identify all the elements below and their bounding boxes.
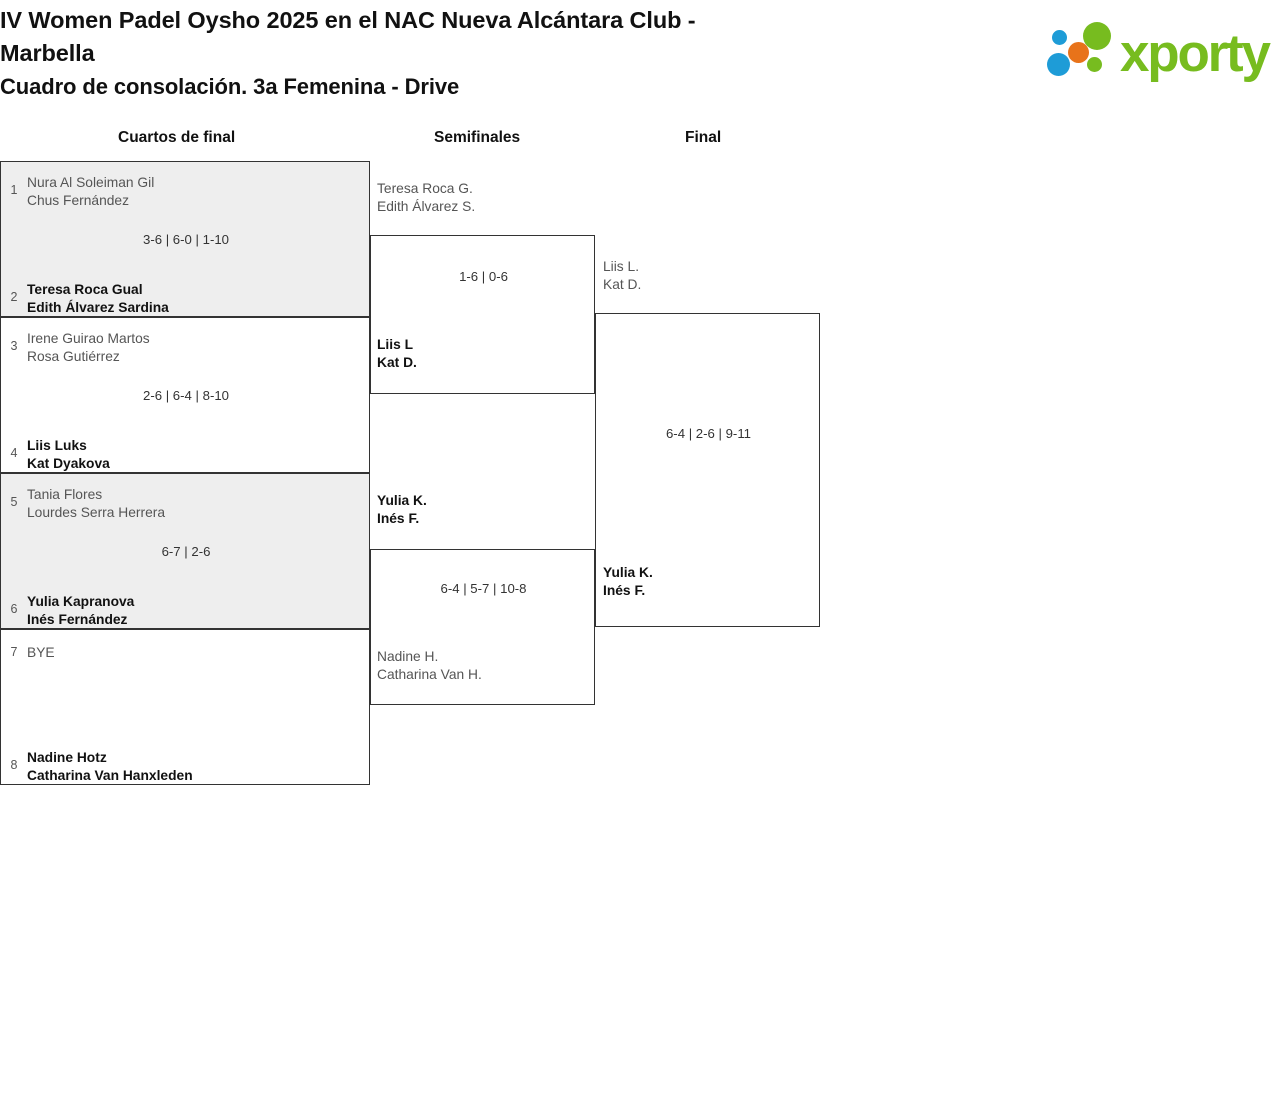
seed-number: 6	[10, 602, 18, 616]
player-name: Yulia K.	[377, 493, 427, 508]
player-name: Kat D.	[377, 355, 417, 370]
bracket-subtitle: Cuadro de consolación. 3a Femenina - Dri…	[0, 74, 460, 99]
seed-number: 4	[10, 446, 18, 460]
match-block-r1-1[interactable]: 1 Nura Al Soleiman Gil Chus Fernández 3-…	[0, 161, 370, 317]
match-score: 2-6 | 6-4 | 8-10	[142, 388, 230, 403]
logo-dot-green-large	[1083, 22, 1111, 50]
player-name: Inés F.	[603, 583, 646, 598]
xporty-logo: xporty	[1046, 18, 1276, 84]
player-name: Kat Dyakova	[27, 456, 110, 471]
team-entry-winner[interactable]: Teresa Roca Gual Edith Álvarez Sardina	[27, 281, 363, 317]
team-entry-loser[interactable]: Nadine H. Catharina Van H.	[377, 648, 482, 684]
seed-number: 5	[10, 495, 18, 509]
team-entry-winner[interactable]: Liis Luks Kat Dyakova	[27, 437, 363, 473]
round-header-semifinals: Semifinales	[434, 129, 521, 146]
team-entry-loser[interactable]: Tania Flores Lourdes Serra Herrera	[27, 486, 363, 522]
player-name: Nadine Hotz	[27, 750, 107, 765]
seed-number: 8	[10, 758, 18, 772]
team-entry-winner[interactable]: Nadine Hotz Catharina Van Hanxleden	[27, 749, 363, 785]
seed-number: 3	[10, 339, 18, 353]
match-score: 6-7 | 2-6	[161, 544, 211, 559]
seed-number: 7	[10, 645, 18, 659]
round-header-final: Final	[685, 129, 722, 146]
player-name: Kat D.	[603, 277, 642, 292]
logo-dot-orange	[1068, 42, 1089, 63]
team-entry-loser[interactable]: Teresa Roca G. Edith Álvarez S.	[377, 180, 475, 216]
player-name: Teresa Roca G.	[377, 181, 473, 196]
match-score: 6-4 | 5-7 | 10-8	[440, 581, 527, 596]
player-name: Edith Álvarez Sardina	[27, 300, 169, 315]
logo-dot-green-small	[1087, 57, 1102, 72]
seed-number: 1	[10, 183, 18, 197]
player-name: Chus Fernández	[27, 193, 130, 208]
match-block-r1-3[interactable]: 5 Tania Flores Lourdes Serra Herrera 6-7…	[0, 473, 370, 629]
player-name: Nura Al Soleiman Gil	[27, 175, 155, 190]
team-entry-loser[interactable]: Irene Guirao Martos Rosa Gutiérrez	[27, 330, 363, 366]
match-block-r2-1[interactable]: 1-6 | 0-6	[370, 235, 595, 394]
player-name: Rosa Gutiérrez	[27, 349, 120, 364]
round-header-quarterfinals: Cuartos de final	[118, 129, 236, 146]
seed-number: 2	[10, 290, 18, 304]
page-header: IV Women Padel Oysho 2025 en el NAC Nuev…	[0, 0, 1280, 112]
player-name: Liis L	[377, 337, 414, 352]
match-block-r2-2[interactable]: 6-4 | 5-7 | 10-8	[370, 549, 595, 705]
match-score: 6-4 | 2-6 | 9-11	[665, 426, 752, 441]
player-name: Edith Álvarez S.	[377, 199, 476, 214]
match-block-r1-2[interactable]: 3 Irene Guirao Martos Rosa Gutiérrez 2-6…	[0, 317, 370, 473]
tournament-title-line-1: IV Women Padel Oysho 2025 en el NAC Nuev…	[0, 7, 696, 33]
team-entry-bye[interactable]: BYE	[27, 644, 363, 662]
team-entry-loser[interactable]: Liis L. Kat D.	[603, 258, 641, 294]
player-name: BYE	[27, 645, 55, 660]
player-name: Yulia K.	[603, 565, 653, 580]
match-block-final[interactable]: 6-4 | 2-6 | 9-11	[595, 313, 820, 627]
player-name: Tania Flores	[27, 487, 103, 502]
logo-dot-blue-large	[1047, 53, 1070, 76]
logo-dots-icon	[1046, 18, 1122, 82]
team-entry-winner[interactable]: Yulia K. Inés F.	[377, 492, 427, 528]
match-score: 3-6 | 6-0 | 1-10	[142, 232, 230, 247]
logo-wordmark: xporty	[1120, 24, 1271, 83]
tournament-title-block: IV Women Padel Oysho 2025 en el NAC Nuev…	[0, 4, 840, 103]
team-entry-winner[interactable]: Yulia Kapranova Inés Fernández	[27, 593, 363, 629]
team-entry-loser[interactable]: Nura Al Soleiman Gil Chus Fernández	[27, 174, 363, 210]
match-block-r1-4[interactable]: 7 BYE 8 Nadine Hotz Catharina Van Hanxle…	[0, 629, 370, 785]
player-name: Lourdes Serra Herrera	[27, 505, 166, 520]
player-name: Catharina Van H.	[377, 667, 482, 682]
logo-dot-blue-small	[1052, 30, 1067, 45]
player-name: Liis L.	[603, 259, 640, 274]
player-name: Irene Guirao Martos	[27, 331, 150, 346]
tournament-title-line-2: Marbella	[0, 40, 95, 66]
player-name: Inés Fernández	[27, 612, 128, 627]
player-name: Nadine H.	[377, 649, 439, 664]
player-name: Yulia Kapranova	[27, 594, 135, 609]
player-name: Teresa Roca Gual	[27, 282, 143, 297]
player-name: Catharina Van Hanxleden	[27, 768, 193, 783]
player-name: Inés F.	[377, 511, 420, 526]
player-name: Liis Luks	[27, 438, 87, 453]
team-entry-winner[interactable]: Liis L Kat D.	[377, 336, 417, 372]
team-entry-champion[interactable]: Yulia K. Inés F.	[603, 564, 653, 600]
match-score: 1-6 | 0-6	[459, 269, 508, 284]
